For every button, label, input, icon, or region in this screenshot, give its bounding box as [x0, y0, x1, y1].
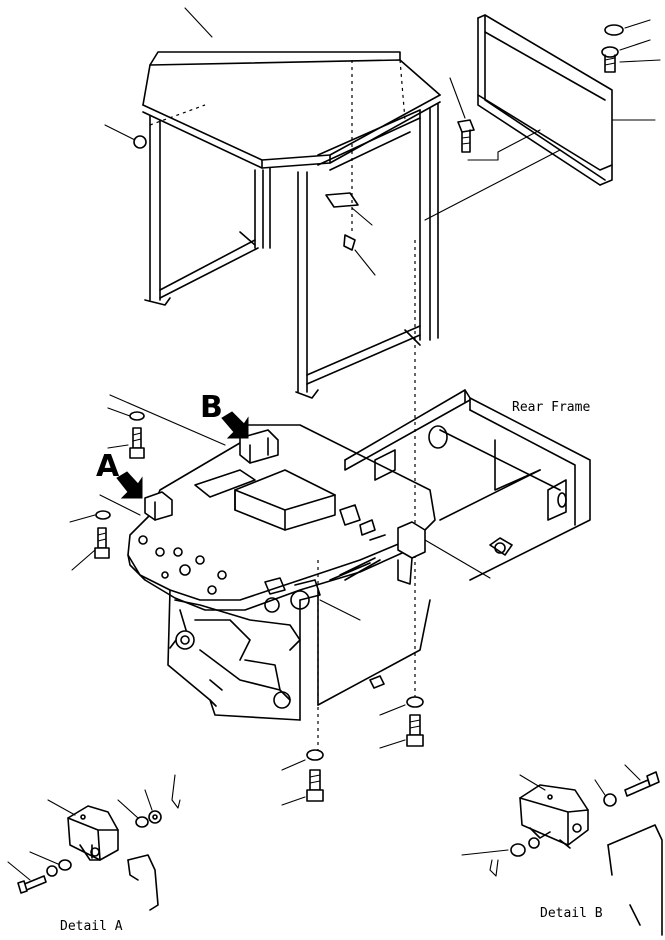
detail-b-bolt [624, 771, 660, 797]
leader-line [449, 77, 466, 119]
view-b-label: B [200, 390, 223, 425]
rear-frame-label: Rear Frame [512, 400, 591, 415]
bolt-part [457, 119, 475, 153]
leader-line [354, 249, 376, 276]
leader-line [104, 124, 136, 141]
washer-part [406, 696, 424, 708]
leader-line [424, 539, 491, 579]
leader-line [99, 494, 141, 516]
leader-line [379, 739, 406, 749]
washer-part [129, 411, 145, 421]
detail-a-frame-piece [127, 854, 159, 911]
lower-structure [167, 557, 431, 721]
leader-line [351, 207, 373, 226]
detail-b-nuts [510, 793, 617, 857]
washer-part [95, 510, 111, 520]
detail-b-label: Detail B [540, 906, 603, 921]
detail-b-bracket [519, 784, 589, 849]
leader-line [594, 779, 606, 796]
washer-part [306, 749, 324, 761]
detail-b-frame-piece [607, 824, 663, 936]
leader-line [467, 129, 541, 161]
leader-line [319, 599, 361, 621]
leader-line [107, 444, 129, 449]
leader-line [47, 799, 76, 816]
leader-line [619, 39, 651, 51]
leader-line [281, 759, 306, 771]
pin-part [171, 774, 181, 809]
leader-line [424, 149, 561, 221]
rear-plate [477, 14, 613, 186]
cap-part [133, 135, 147, 149]
leader-line [461, 849, 509, 856]
view-a-label: A [96, 449, 120, 484]
leader-line [117, 799, 139, 819]
bolt-part [129, 427, 145, 459]
canopy-frame [142, 51, 441, 399]
leader-line [107, 407, 131, 417]
rear-frame [344, 389, 591, 581]
leader-line [109, 394, 226, 446]
leader-line [379, 704, 406, 716]
leader-line [519, 774, 546, 791]
leader-line [184, 7, 213, 38]
detail-a-bracket [67, 805, 119, 861]
detail-a-label: Detail A [60, 919, 123, 934]
bolt-part [306, 769, 324, 802]
leader-line [71, 549, 96, 571]
leader-line [281, 796, 306, 806]
floor-plate [127, 424, 436, 611]
leader-line [624, 19, 651, 29]
leader-line [144, 789, 153, 811]
leader-line [7, 861, 31, 881]
bolt-part [406, 714, 424, 747]
washer-part [604, 24, 624, 36]
leader-line [29, 851, 59, 865]
leader-line [624, 764, 641, 781]
leader-line [619, 59, 661, 63]
view-arrow-a [116, 471, 143, 499]
detail-a-bolt [17, 875, 47, 894]
bolt-part [94, 527, 110, 559]
bolt-part [601, 46, 619, 73]
pin-part [489, 859, 499, 877]
leader-line [69, 514, 96, 523]
view-arrow-b [221, 411, 249, 439]
detail-a-nuts [46, 810, 162, 877]
